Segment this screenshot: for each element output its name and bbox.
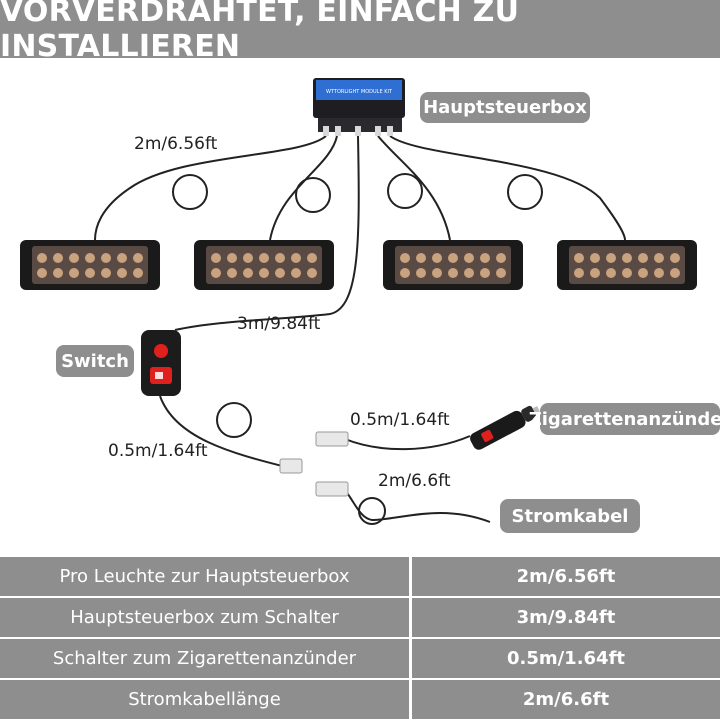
spec-value: 2m/6.56ft: [411, 556, 720, 597]
lamp-2: [194, 240, 334, 290]
spec-row: Pro Leuchte zur Hauptsteuerbox 2m/6.56ft: [0, 556, 720, 597]
spec-value: 3m/9.84ft: [411, 597, 720, 638]
cable-box-to-switch: [175, 136, 359, 330]
title-banner: VORVERDRAHTET, EINFACH ZU INSTALLIEREN: [0, 0, 720, 58]
connector-power-cable: [316, 482, 348, 496]
switch-indicator-icon: [154, 344, 168, 358]
connector-5: [387, 126, 393, 136]
label-switch-plug-cable: 0.5m/1.64ft: [108, 441, 208, 461]
cable-coil-3: [388, 174, 422, 208]
control-box: WTTORLIGHT MODULE KIT: [313, 78, 405, 136]
callout-switch-text: Switch: [61, 351, 129, 372]
spec-row: Hauptsteuerbox zum Schalter 3m/9.84ft: [0, 597, 720, 638]
label-lamp-cable: 2m/6.56ft: [134, 134, 217, 154]
callout-cigarette: Zigarettenanzünder: [540, 403, 720, 435]
control-box-print: WTTORLIGHT MODULE KIT: [326, 89, 393, 95]
lamp-3: [383, 240, 523, 290]
rocker-switch: [141, 330, 181, 396]
lamp-4: [557, 240, 697, 290]
wiring-diagram: WTTORLIGHT MODULE KIT: [0, 58, 720, 555]
connector-switch-plug: [280, 459, 302, 473]
connector-cigarette-socket: [316, 432, 348, 446]
callout-switch: Switch: [56, 345, 134, 377]
spec-label: Stromkabellänge: [0, 679, 411, 719]
cable-coil-switch: [217, 403, 251, 437]
label-box-switch-cable: 3m/9.84ft: [237, 314, 320, 334]
connector-3: [355, 126, 361, 136]
cable-cigarette: [345, 436, 470, 449]
callout-control-box: Hauptsteuerbox: [420, 92, 590, 123]
spec-value: 2m/6.6ft: [411, 679, 720, 719]
spec-label: Schalter zum Zigarettenanzünder: [0, 638, 411, 679]
label-power-cable: 2m/6.6ft: [378, 471, 451, 491]
cable-coil-2: [296, 178, 330, 212]
spec-row: Schalter zum Zigarettenanzünder 0.5m/1.6…: [0, 638, 720, 679]
label-cigarette-cable: 0.5m/1.64ft: [350, 410, 450, 430]
connector-1: [323, 126, 329, 136]
cable-coil-1: [173, 175, 207, 209]
lamp-1: [20, 240, 160, 290]
spec-table: Pro Leuchte zur Hauptsteuerbox 2m/6.56ft…: [0, 555, 720, 719]
connector-4: [375, 126, 381, 136]
callout-control-box-text: Hauptsteuerbox: [423, 97, 587, 118]
spec-row: Stromkabellänge 2m/6.6ft: [0, 679, 720, 719]
spec-value: 0.5m/1.64ft: [411, 638, 720, 679]
spec-label: Pro Leuchte zur Hauptsteuerbox: [0, 556, 411, 597]
cable-lamp-2: [270, 136, 337, 240]
page-title: VORVERDRAHTET, EINFACH ZU INSTALLIEREN: [0, 0, 720, 64]
callout-power-cable-text: Stromkabel: [512, 506, 629, 527]
wiring-illustration: WTTORLIGHT MODULE KIT: [0, 58, 720, 555]
cable-coil-4: [508, 175, 542, 209]
lamp-cables: [95, 136, 625, 524]
callout-power-cable: Stromkabel: [500, 499, 640, 533]
cable-power: [345, 490, 490, 522]
spec-label: Hauptsteuerbox zum Schalter: [0, 597, 411, 638]
connector-2: [335, 126, 341, 136]
callout-cigarette-text: Zigarettenanzünder: [529, 409, 720, 430]
